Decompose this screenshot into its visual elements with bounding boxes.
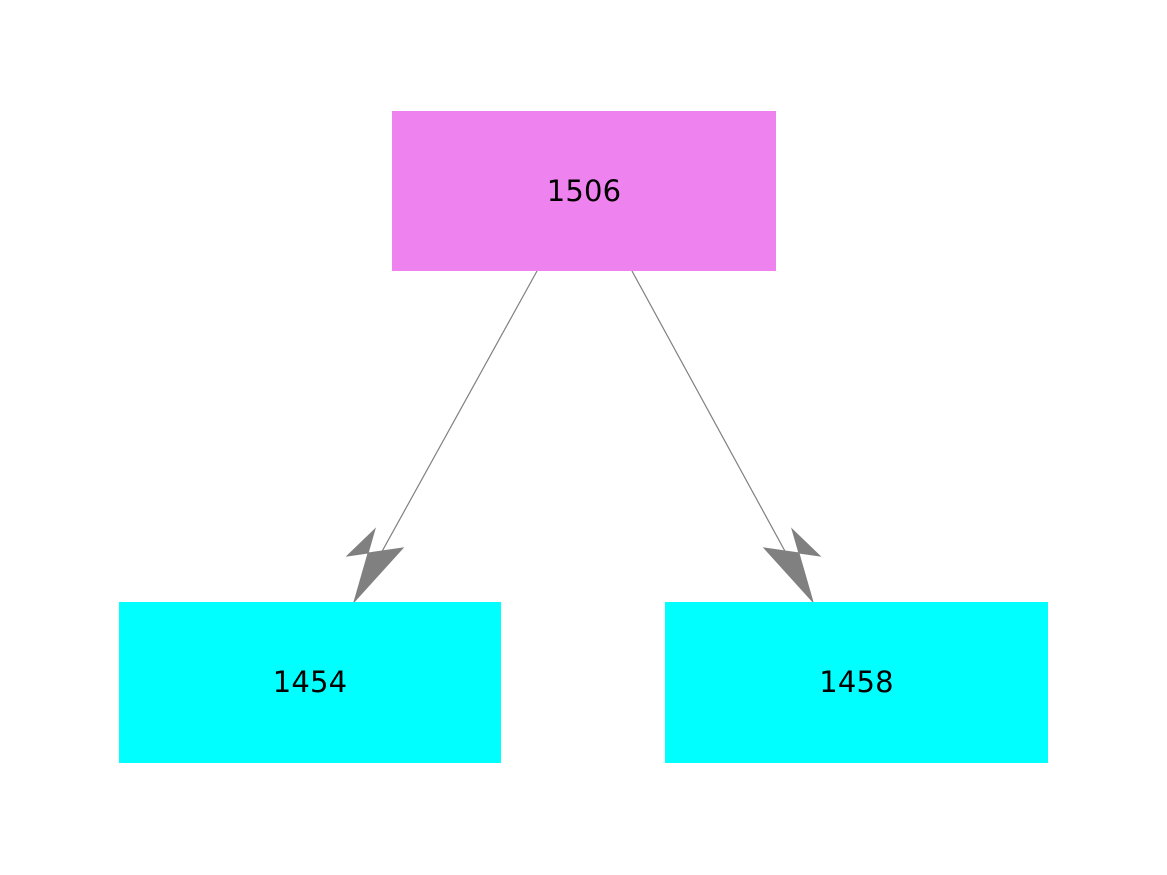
graph-node-root[interactable]: 1506 [392,111,776,271]
edge-line [368,270,538,576]
node-label: 1506 [546,173,622,208]
graph-node-child-left[interactable]: 1454 [119,602,501,763]
arrowhead-icon [762,527,822,603]
graph-node-child-right[interactable]: 1458 [665,602,1048,763]
edge-root-to-left-child[interactable] [345,270,538,603]
node-label: 1458 [819,665,894,699]
arrowhead-icon [345,527,405,603]
edge-root-to-right-child[interactable] [631,270,822,603]
edge-line [631,270,799,576]
node-label: 1454 [272,665,348,699]
